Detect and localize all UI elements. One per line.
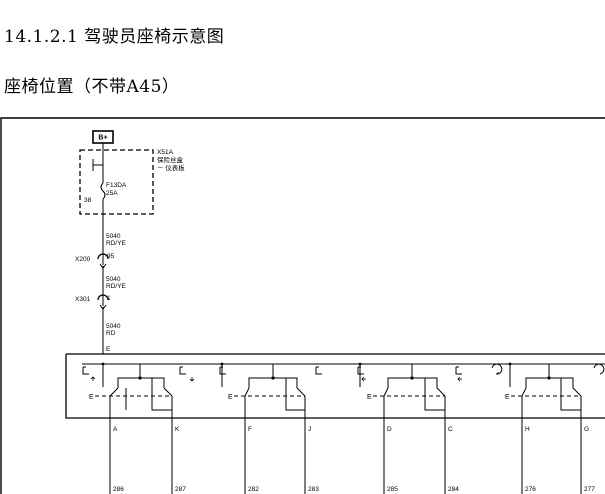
fuse-block-outline bbox=[79, 149, 154, 215]
circuit-286: 286 bbox=[113, 486, 124, 493]
seat-icon bbox=[179, 366, 186, 375]
circuit-277: 277 bbox=[584, 486, 595, 493]
switch-group-1: E bbox=[82, 364, 173, 494]
switch-group-3: E bbox=[315, 364, 446, 494]
circuit-285: 285 bbox=[387, 486, 398, 493]
fuse-icon bbox=[100, 165, 106, 214]
diagram-frame bbox=[0, 117, 605, 494]
fuse-rating: 25A bbox=[106, 190, 118, 197]
connector-x200-name: X200 bbox=[75, 256, 91, 263]
connector-x200-pin: 95 bbox=[107, 253, 115, 260]
seat-icon bbox=[455, 366, 462, 375]
seat-icon bbox=[357, 366, 364, 375]
circuit-284: 284 bbox=[448, 486, 459, 493]
connector-x301-name: X301 bbox=[75, 296, 91, 303]
subsection-heading: 座椅位置（不带A45） bbox=[4, 77, 180, 97]
seat-icon bbox=[219, 366, 226, 375]
seat-recline-icon bbox=[593, 363, 605, 375]
wire-3-color: RD bbox=[106, 330, 116, 337]
switch-pin-k: K bbox=[175, 426, 180, 433]
wire-1-color: RD/YE bbox=[106, 240, 127, 247]
module-pin-e: E bbox=[106, 346, 111, 353]
circuit-283: 283 bbox=[308, 486, 319, 493]
ground-letter: E bbox=[228, 394, 233, 401]
ground-letter: E bbox=[505, 394, 510, 401]
fuse-name: F13DA bbox=[106, 182, 127, 189]
switch-pin-c: C bbox=[448, 426, 453, 433]
seat-icon bbox=[82, 366, 89, 375]
switch-pin-j: J bbox=[308, 426, 311, 433]
ground-letter: E bbox=[89, 394, 94, 401]
circuit-282: 282 bbox=[248, 486, 259, 493]
switch-group-4: E bbox=[455, 363, 605, 494]
fuse-block-name: X51A bbox=[157, 149, 174, 156]
power-source-label: B+ bbox=[98, 135, 107, 142]
wire-2-color: RD/YE bbox=[106, 283, 127, 290]
section-title: 驾驶员座椅示意图 bbox=[84, 27, 225, 47]
circuit-276: 276 bbox=[525, 486, 536, 493]
switch-pin-g: G bbox=[584, 426, 589, 433]
wire-2-circuit: 5040 bbox=[106, 276, 121, 283]
section-number: 14.1.2.1 bbox=[4, 27, 79, 47]
wire-3-circuit: 5040 bbox=[106, 323, 121, 330]
ground-letter: E bbox=[367, 394, 372, 401]
seat-recline-icon bbox=[491, 363, 503, 375]
fuse-pin: 38 bbox=[84, 197, 92, 204]
wire-1-circuit: 5040 bbox=[106, 233, 121, 240]
seat-icon bbox=[315, 366, 322, 375]
switch-pin-d: D bbox=[387, 426, 392, 433]
connector-x301-pin: 1 bbox=[107, 295, 111, 302]
seat-switch-module bbox=[65, 353, 605, 419]
section-heading: 14.1.2.1 驾驶员座椅示意图 bbox=[4, 26, 224, 48]
switch-pin-a: A bbox=[113, 426, 118, 433]
fuse-block-desc-2: － 仪表板 bbox=[157, 163, 185, 172]
fuse-block-desc-1: 保险丝盒 bbox=[157, 155, 184, 164]
switch-pin-f: F bbox=[248, 426, 252, 433]
switch-group-2: E bbox=[179, 364, 306, 494]
switch-pin-h: H bbox=[525, 426, 530, 433]
circuit-287: 287 bbox=[175, 486, 186, 493]
